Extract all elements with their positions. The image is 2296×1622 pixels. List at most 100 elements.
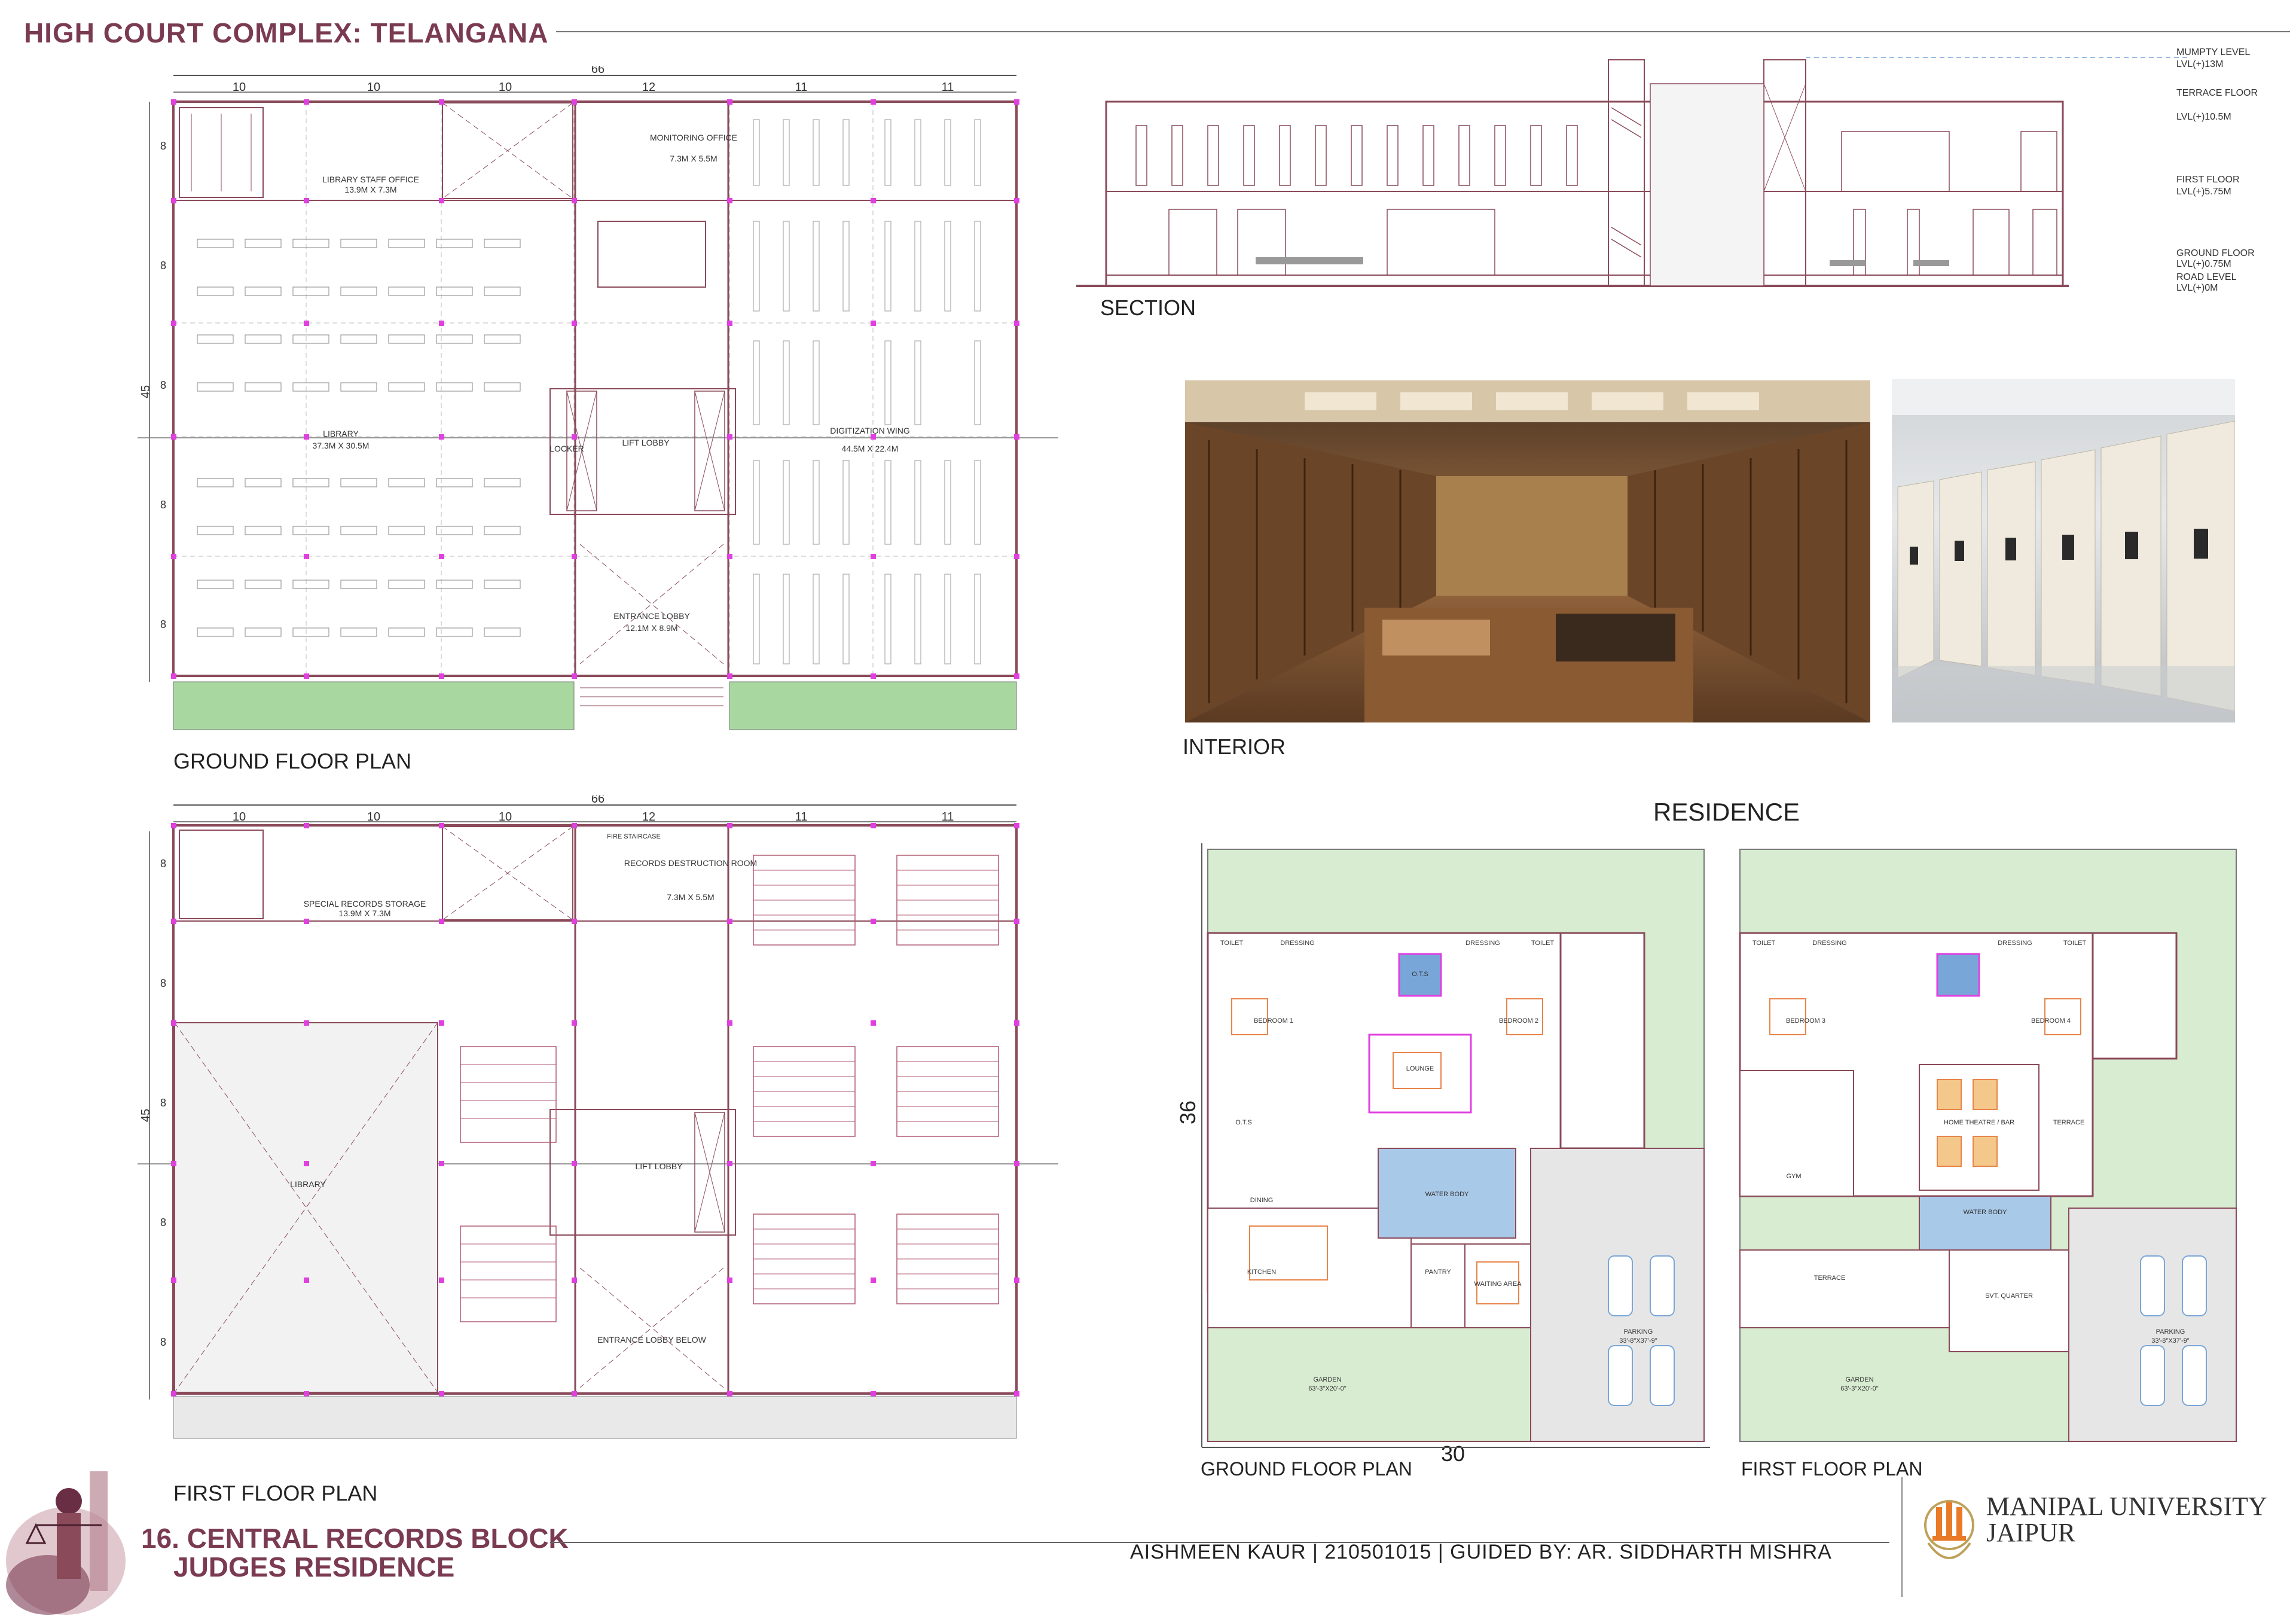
svg-text:63'-3"X20'-0": 63'-3"X20'-0": [1840, 1385, 1878, 1392]
res-ff-terrace: TERRACE: [2053, 1119, 2085, 1126]
gf-bay-3: 10: [499, 81, 512, 94]
ff-entrance-lobby-below-label: ENTRANCE LOBBY BELOW: [597, 1335, 707, 1344]
logo-divider: [1901, 1477, 1903, 1597]
residence-gf-caption: GROUND FLOOR PLAN: [1201, 1458, 1412, 1480]
gf-locker-label: LOCKER: [549, 444, 584, 453]
gf-bay-4: 12: [642, 81, 655, 94]
svg-text:8: 8: [160, 1336, 166, 1348]
res-gf-waterbody: WATER BODY: [1425, 1191, 1469, 1198]
ff-overall-depth: 45: [139, 1109, 152, 1122]
section-level-mumpty: MUMPTY LEVEL: [2176, 48, 2250, 57]
res-ff-parking: PARKING: [2156, 1328, 2185, 1336]
ground-floor-plan: 66 10 10 10 12 11 11 45 8 8 8 8 8: [138, 66, 1058, 730]
svg-text:8: 8: [160, 379, 166, 391]
svg-text:LVL(+)5.75M: LVL(+)5.75M: [2176, 187, 2231, 197]
svg-text:PANTRY: PANTRY: [1425, 1269, 1451, 1276]
university-name-line2: JAIPUR: [1986, 1518, 2076, 1547]
svg-text:11: 11: [795, 810, 808, 824]
svg-text:44.5M X 22.4M: 44.5M X 22.4M: [842, 444, 899, 453]
svg-text:DRESSING: DRESSING: [1998, 940, 2032, 947]
gf-bay-1: 10: [233, 81, 246, 94]
gf-lift-lobby-label: LIFT LOBBY: [622, 438, 670, 447]
manipal-logo-icon: [1924, 1500, 1974, 1559]
gf-plan-caption: GROUND FLOOR PLAN: [173, 749, 412, 773]
ff-fire-staircase-label: FIRE STAIRCASE: [607, 833, 661, 840]
gf-monitoring-office-label: MONITORING OFFICE: [650, 133, 737, 142]
res-gf-garden: GARDEN: [1313, 1376, 1341, 1383]
svg-text:LVL(+)10.5M: LVL(+)10.5M: [2176, 112, 2231, 122]
ff-plan-caption: FIRST FLOOR PLAN: [173, 1481, 378, 1505]
res-ff-servant-quarter: SVT. QUARTER: [1985, 1292, 2033, 1300]
ff-lift-lobby-label: LIFT LOBBY: [635, 1161, 683, 1171]
svg-text:8: 8: [160, 499, 166, 511]
svg-text:8: 8: [160, 977, 166, 989]
svg-text:10: 10: [499, 810, 512, 824]
svg-text:O.T.S: O.T.S: [1235, 1119, 1252, 1126]
res-gf-bedroom2: BEDROOM 2: [1499, 1017, 1538, 1025]
res-gf-parking: PARKING: [1624, 1328, 1653, 1336]
svg-text:TOILET: TOILET: [1752, 940, 1776, 947]
footer-credits: AISHMEEN KAUR | 210501015 | GUIDED BY: A…: [1130, 1541, 1832, 1563]
svg-text:8: 8: [160, 858, 166, 870]
svg-text:33'-8"X37'-9": 33'-8"X37'-9": [2151, 1337, 2189, 1344]
ff-special-records-label: SPECIAL RECORDS STORAGE: [304, 899, 426, 908]
svg-text:7.3M X 5.5M: 7.3M X 5.5M: [670, 154, 717, 163]
svg-text:33'-8"X37'-9": 33'-8"X37'-9": [1619, 1337, 1657, 1344]
svg-text:10: 10: [367, 810, 380, 824]
ff-overall-width: 66: [591, 795, 604, 806]
section-drawing: MUMPTY LEVEL LVL(+)13M TERRACE FLOOR LVL…: [1076, 48, 2258, 293]
section-level-ground: GROUND FLOOR: [2176, 248, 2255, 258]
svg-text:7.3M X 5.5M: 7.3M X 5.5M: [667, 892, 714, 902]
section-level-road: ROAD LEVEL: [2176, 272, 2237, 282]
gf-library-label: LIBRARY: [323, 429, 359, 438]
svg-text:8: 8: [160, 140, 166, 152]
res-gf-bedroom1: BEDROOM 1: [1254, 1017, 1293, 1025]
interior-caption: INTERIOR: [1183, 734, 1286, 759]
residence-ground-floor-plan: TOILET DRESSING DRESSING TOILET BEDROOM …: [1201, 843, 1710, 1448]
interior-photo-compactor-storage: [1892, 379, 2235, 722]
res-gf-dining: DINING: [1250, 1197, 1274, 1204]
svg-text:LVL(+)0.75M: LVL(+)0.75M: [2176, 259, 2231, 269]
svg-text:TOILET: TOILET: [1220, 940, 1244, 947]
svg-text:TOILET: TOILET: [1531, 940, 1555, 947]
header-rule: [556, 31, 2290, 32]
gf-digitization-wing-label: DIGITIZATION WING: [830, 426, 910, 435]
ff-library-label: LIBRARY: [290, 1179, 326, 1189]
res-gf-kitchen: KITCHEN: [1247, 1269, 1276, 1276]
svg-text:37.3M X 30.5M: 37.3M X 30.5M: [313, 441, 370, 450]
res-ff-garden: GARDEN: [1845, 1376, 1873, 1383]
section-level-terrace: TERRACE FLOOR: [2176, 88, 2258, 98]
section-caption: SECTION: [1100, 295, 1196, 320]
svg-text:8: 8: [160, 618, 166, 630]
svg-text:12.1M X 8.9M: 12.1M X 8.9M: [625, 623, 677, 633]
svg-text:TERRACE: TERRACE: [1814, 1275, 1846, 1282]
gf-bay-5: 11: [795, 81, 808, 94]
svg-text:13.9M X 7.3M: 13.9M X 7.3M: [338, 908, 390, 918]
svg-text:TOILET: TOILET: [2063, 940, 2087, 947]
gf-overall-width: 66: [591, 66, 604, 76]
svg-text:WAITING AREA: WAITING AREA: [1474, 1280, 1522, 1288]
gf-bay-2: 10: [367, 81, 380, 94]
gf-entrance-lobby-label: ENTRANCE LOBBY: [613, 611, 690, 621]
sheet-title-line1: 16. CENTRAL RECORDS BLOCK: [141, 1523, 569, 1554]
residence-width-dim: 30: [1441, 1441, 1465, 1466]
res-ff-bedroom3: BEDROOM 3: [1786, 1017, 1825, 1025]
res-ff-gym: GYM: [1786, 1173, 1801, 1180]
svg-text:DRESSING: DRESSING: [1812, 940, 1846, 947]
svg-text:LVL(+)13M: LVL(+)13M: [2176, 59, 2223, 69]
svg-text:11: 11: [942, 810, 954, 824]
svg-text:8: 8: [160, 1097, 166, 1109]
footer-rule: [550, 1542, 1889, 1543]
gf-bay-6: 11: [942, 81, 954, 94]
ff-records-destruction-label: RECORDS DESTRUCTION ROOM: [624, 858, 757, 868]
svg-text:13.9M X 7.3M: 13.9M X 7.3M: [344, 185, 396, 194]
svg-text:O.T.S: O.T.S: [1412, 971, 1428, 978]
gf-library-staff-office-label: LIBRARY STAFF OFFICE: [322, 175, 419, 184]
sheet-header-title: HIGH COURT COMPLEX: TELANGANA: [24, 17, 549, 48]
svg-text:10: 10: [233, 810, 246, 824]
res-ff-home-theatre: HOME THEATRE / BAR: [1944, 1119, 2014, 1126]
res-ff-bedroom4: BEDROOM 4: [2031, 1017, 2071, 1025]
res-ff-waterbody: WATER BODY: [1964, 1209, 2007, 1216]
svg-text:DRESSING: DRESSING: [1465, 940, 1500, 947]
justice-emblem-decoration: [6, 1471, 126, 1615]
